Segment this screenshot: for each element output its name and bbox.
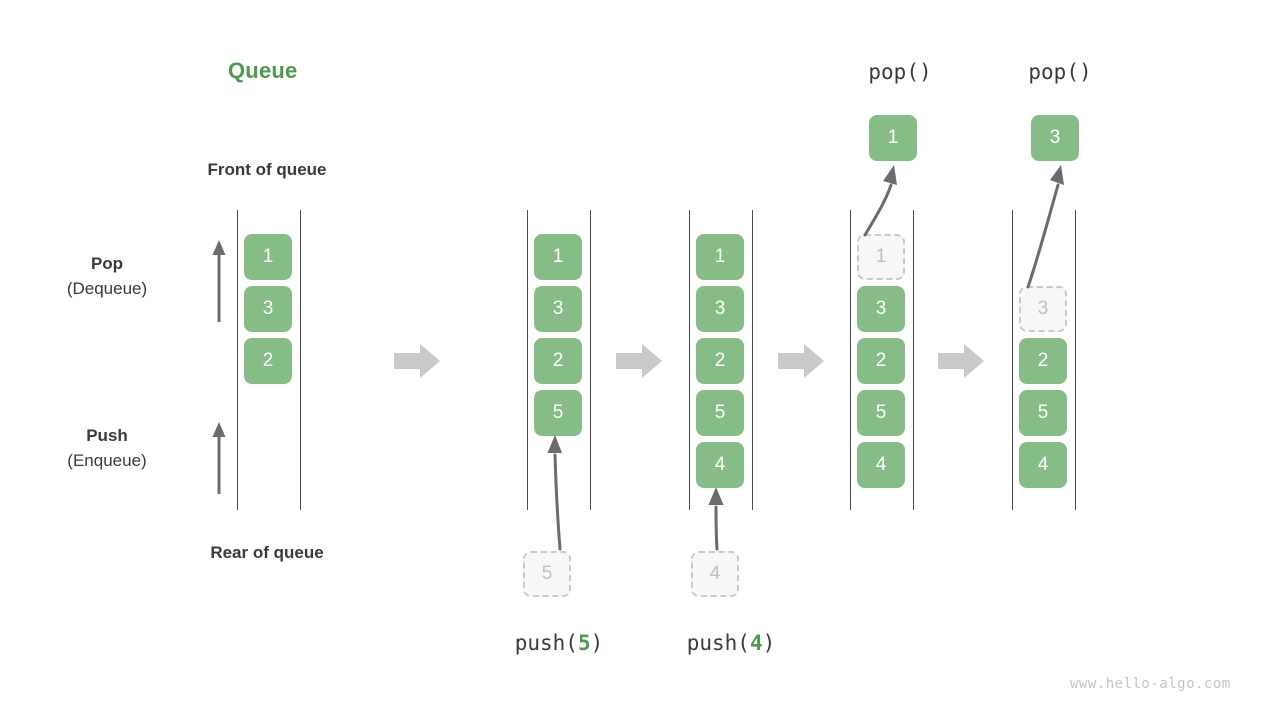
queue-rail-left bbox=[527, 210, 528, 510]
queue-item: 5 bbox=[534, 390, 582, 436]
queue-item: 2 bbox=[696, 338, 744, 384]
queue-item: 5 bbox=[1019, 390, 1067, 436]
queue-rail-right bbox=[752, 210, 753, 510]
queue-item: 3 bbox=[857, 286, 905, 332]
push-4-arg: 4 bbox=[749, 631, 763, 655]
diagram-title: Queue bbox=[228, 58, 298, 83]
queue-item: 1 bbox=[534, 234, 582, 280]
popped-item: 1 bbox=[869, 115, 917, 161]
queue-column-after-pop-1: 1 3 2 5 4 bbox=[850, 210, 914, 510]
push-5-fn: push( bbox=[514, 631, 578, 655]
push-4-caption: push(4) bbox=[631, 631, 831, 655]
push-5-close: ) bbox=[590, 631, 604, 655]
popped-ghost-item: 1 bbox=[857, 234, 905, 280]
front-of-queue-label: Front of queue bbox=[207, 160, 327, 179]
pop-arrow-icon bbox=[855, 163, 915, 239]
queue-item: 4 bbox=[1019, 442, 1067, 488]
step-separator-arrow-icon bbox=[938, 344, 984, 378]
queue-item: 5 bbox=[857, 390, 905, 436]
pop-label-sub: (Dequeue) bbox=[66, 279, 148, 298]
watermark: www.hello-algo.com bbox=[1070, 676, 1231, 692]
queue-item: 5 bbox=[696, 390, 744, 436]
queue-column-after-pop-3: 3 2 5 4 bbox=[1012, 210, 1076, 510]
push-4-fn: push( bbox=[686, 631, 750, 655]
queue-item: 2 bbox=[534, 338, 582, 384]
queue-item: 3 bbox=[244, 286, 292, 332]
queue-item: 4 bbox=[696, 442, 744, 488]
pop-side-label: Pop (Dequeue) bbox=[22, 252, 192, 302]
push-direction-arrow-icon bbox=[208, 420, 230, 496]
pop-1-caption: pop() bbox=[868, 60, 932, 84]
queue-rail-right bbox=[300, 210, 301, 510]
queue-column-initial: 1 3 2 bbox=[237, 210, 301, 510]
pop-arrow-icon bbox=[1020, 163, 1080, 291]
pop-direction-arrow-icon bbox=[208, 238, 230, 324]
queue-item: 2 bbox=[1019, 338, 1067, 384]
push-label-sub: (Enqueue) bbox=[67, 451, 147, 470]
queue-column-after-push-4: 1 3 2 5 4 bbox=[689, 210, 753, 510]
queue-item: 2 bbox=[857, 338, 905, 384]
push-5-arg: 5 bbox=[577, 631, 591, 655]
push-arrow-icon bbox=[536, 429, 576, 551]
popped-ghost-item: 3 bbox=[1019, 286, 1067, 332]
queue-rail-left bbox=[237, 210, 238, 510]
pop-label-main: Pop bbox=[90, 254, 124, 273]
queue-item: 2 bbox=[244, 338, 292, 384]
queue-column-after-push-5: 1 3 2 5 bbox=[527, 210, 591, 510]
push-side-label: Push (Enqueue) bbox=[22, 424, 192, 474]
queue-item: 3 bbox=[696, 286, 744, 332]
queue-rail-right bbox=[913, 210, 914, 510]
queue-rail-right bbox=[1075, 210, 1076, 510]
push-label-main: Push bbox=[86, 426, 128, 445]
rear-of-queue-label: Rear of queue bbox=[210, 543, 324, 562]
pop-2-caption: pop() bbox=[1028, 60, 1092, 84]
incoming-ghost-item: 5 bbox=[523, 551, 571, 597]
queue-item: 4 bbox=[857, 442, 905, 488]
queue-rail-left bbox=[850, 210, 851, 510]
queue-rail-right bbox=[590, 210, 591, 510]
step-separator-arrow-icon bbox=[778, 344, 824, 378]
popped-item: 3 bbox=[1031, 115, 1079, 161]
queue-item: 1 bbox=[696, 234, 744, 280]
push-5-caption: push(5) bbox=[459, 631, 659, 655]
queue-rail-left bbox=[689, 210, 690, 510]
push-arrow-icon bbox=[700, 481, 736, 551]
queue-item: 1 bbox=[244, 234, 292, 280]
queue-item: 3 bbox=[534, 286, 582, 332]
incoming-ghost-item: 4 bbox=[691, 551, 739, 597]
push-4-close: ) bbox=[762, 631, 776, 655]
step-separator-arrow-icon bbox=[394, 344, 440, 378]
queue-rail-left bbox=[1012, 210, 1013, 510]
step-separator-arrow-icon bbox=[616, 344, 662, 378]
